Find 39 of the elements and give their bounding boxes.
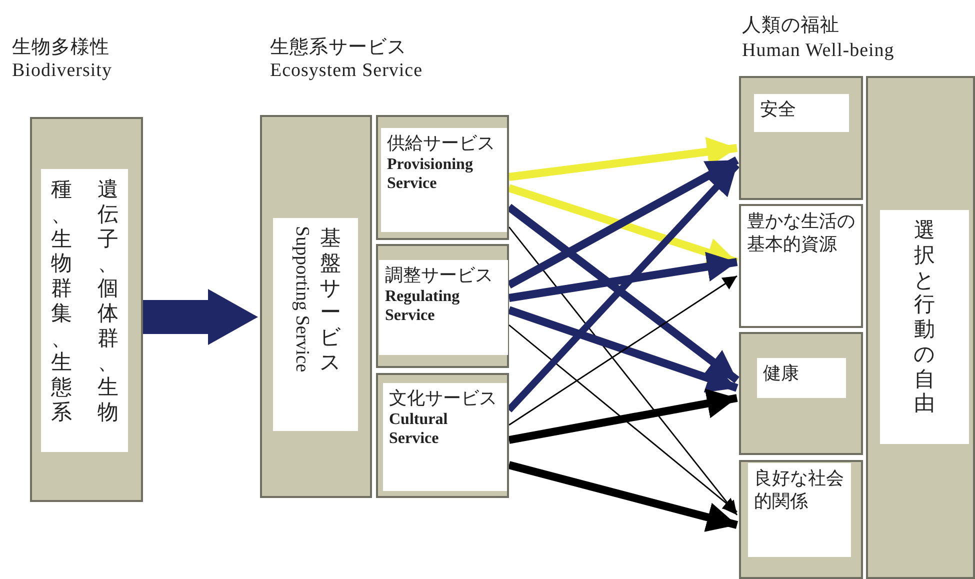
box-label: 基盤サービス — [319, 226, 342, 375]
arrow — [143, 289, 258, 345]
arrow — [508, 306, 738, 392]
box-label: 文化サービス — [389, 387, 498, 410]
box-label: 健康 — [757, 358, 846, 398]
box-label: Supporting Service — [290, 226, 314, 372]
box-label: Provisioning Service — [387, 154, 474, 193]
box-label: 豊かな生活の基本的資源 — [741, 206, 861, 326]
arrow — [508, 324, 738, 513]
category-box — [260, 115, 372, 498]
arrow — [508, 136, 738, 181]
arrow — [508, 252, 738, 302]
column-heading: 生態系サービス — [270, 36, 406, 60]
category-box — [376, 115, 509, 240]
arrow — [508, 226, 738, 516]
box-label: 調整サービス — [385, 264, 494, 286]
category-box — [866, 76, 975, 579]
column-heading: Biodiversity — [12, 60, 112, 82]
box-label: 選択と行動の自由 — [913, 218, 936, 416]
category-box — [739, 76, 863, 200]
column-heading: 生物多様性 — [12, 36, 110, 60]
box-label: 遺伝子、個体群、生物種、生物群集、生態系 — [50, 177, 120, 426]
category-box — [376, 244, 509, 368]
box-label: Regulating Service — [385, 286, 461, 325]
arrow — [508, 461, 738, 532]
column-heading: Ecosystem Service — [270, 60, 423, 82]
category-box — [30, 117, 143, 502]
category-box — [739, 332, 863, 455]
arrow — [508, 275, 738, 426]
box-label: 供給サービス — [387, 132, 496, 154]
column-heading: 人類の福祉 — [742, 14, 840, 38]
box-label: Cultural Service — [389, 410, 449, 448]
box-label: 安全 — [754, 94, 849, 132]
box-label: 良好な社会的関係 — [748, 463, 851, 557]
category-box — [739, 460, 863, 579]
arrow — [507, 156, 739, 288]
arrow — [508, 388, 738, 444]
category-box — [376, 373, 509, 498]
column-heading: Human Well-being — [742, 40, 894, 62]
